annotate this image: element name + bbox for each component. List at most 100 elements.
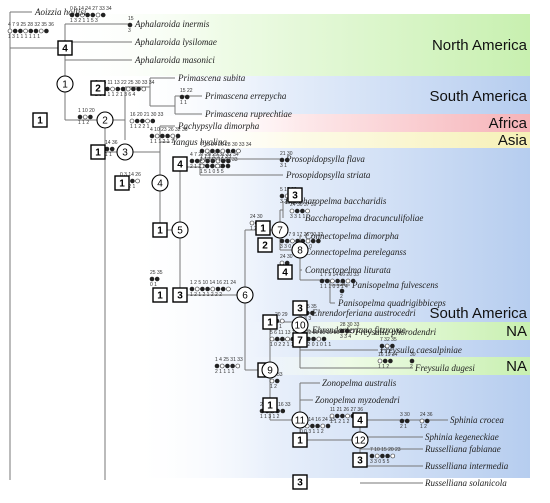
- state-numbers: 3 3 1 1: [290, 214, 306, 220]
- character-dot: [320, 423, 326, 429]
- character-numbers: 14 36: [105, 140, 118, 146]
- character-dot: [69, 12, 75, 18]
- character-state-group: 4 10 23 26 32 361 1 1 2 1 1: [149, 127, 188, 145]
- character-dot: [300, 208, 305, 214]
- node-circle: 3: [116, 143, 134, 161]
- character-dot: [18, 28, 23, 34]
- taxon-label: Sphinia kegeneckiae: [425, 432, 499, 442]
- character-numbers: 4 7 27 28 29 31 32 34: [190, 152, 239, 158]
- state-numbers: 1 1 2: [78, 120, 89, 126]
- count-box: 3: [292, 474, 308, 490]
- node-circle: 10: [291, 316, 309, 334]
- character-numbers: 1 2 5 10 14 16 21 24: [190, 280, 236, 286]
- count-box: 1: [90, 144, 106, 160]
- character-dot: [329, 413, 335, 419]
- character-state-group: 1 7 9 14 16 20 331 1 1 0 3 1 4: [319, 272, 359, 290]
- region-band: [250, 322, 530, 340]
- character-dot: [220, 286, 226, 292]
- svg-text:1: 1: [119, 179, 125, 190]
- character-state-group: 25 350 1: [149, 270, 163, 288]
- taxon-label: Freysuila phorodendri: [354, 327, 437, 337]
- character-dot: [344, 328, 350, 334]
- state-numbers: 2 0 1 1 1 2 1 3 6 4: [95, 92, 136, 98]
- svg-text:7: 7: [277, 226, 283, 237]
- character-dot: [384, 343, 390, 349]
- character-dot: [38, 28, 44, 34]
- character-dot: [377, 358, 383, 364]
- character-dot: [85, 12, 90, 18]
- character-numbers: 24: [340, 282, 346, 288]
- taxon-label: Prosopidopsylla flava: [285, 154, 365, 164]
- character-dot: [399, 418, 405, 424]
- state-numbers: 1 2: [250, 226, 257, 232]
- count-box: 3: [287, 187, 303, 203]
- character-dot: [170, 133, 176, 139]
- svg-text:12: 12: [354, 436, 366, 447]
- region-band: [130, 148, 530, 478]
- character-dot: [390, 453, 396, 459]
- taxon-label: Panisopelma quadrigibbiceps: [337, 298, 446, 308]
- svg-text:3: 3: [297, 304, 303, 315]
- character-dot: [325, 423, 331, 429]
- character-dot: [330, 278, 335, 284]
- character-dot: [95, 12, 101, 18]
- character-state-group: 153: [127, 16, 134, 34]
- taxon-label: Aoizzia hollisi: [34, 7, 87, 17]
- character-dot: [141, 86, 147, 92]
- character-dot: [220, 148, 226, 154]
- taxon-label: Freysuila caesalpiniae: [379, 345, 462, 355]
- region-label: NA: [506, 323, 527, 340]
- svg-text:4: 4: [157, 179, 163, 190]
- state-numbers: 3 3 0 5 5: [370, 459, 390, 465]
- character-dot: [424, 418, 430, 424]
- svg-text:2: 2: [262, 241, 268, 252]
- state-numbers: 1 3 2 1 1 5 3: [70, 18, 98, 24]
- character-dot: [205, 286, 210, 292]
- region-label: North America: [432, 37, 528, 54]
- svg-text:1: 1: [267, 401, 273, 412]
- node-circle: 5: [171, 221, 189, 239]
- character-dot: [310, 423, 315, 429]
- taxon-label: Sphinia crocea: [450, 415, 504, 425]
- character-dot: [210, 163, 215, 169]
- state-numbers: 1 2: [270, 384, 277, 390]
- taxon-label: Connectopelma pereleganss: [305, 247, 407, 257]
- character-numbers: 7 15 35: [300, 304, 317, 310]
- character-dot: [279, 157, 285, 163]
- state-numbers: 3: [128, 28, 131, 34]
- character-dot: [374, 453, 380, 459]
- count-box: 2: [257, 237, 273, 253]
- taxon-label: Aphalaroida inermis: [134, 19, 210, 29]
- character-dot: [88, 114, 93, 120]
- taxon-label: Ehrendorferiana fitzroyae: [311, 325, 406, 335]
- character-dot: [225, 363, 230, 369]
- region-band: [250, 357, 530, 375]
- character-state-group: 14 361 1: [104, 140, 118, 158]
- svg-text:2: 2: [102, 116, 108, 127]
- state-numbers: 1 1 1 0 3 1 4: [320, 284, 348, 290]
- character-state-group: 1 2 5 10 14 16 21 241 2 1 2 1 2 2 2: [189, 280, 236, 298]
- count-box: 1: [114, 175, 130, 191]
- node-circle: 8: [291, 241, 309, 259]
- count-box: 4: [57, 40, 73, 56]
- character-state-group: 16 19 341 1 2: [377, 352, 398, 370]
- character-numbers: 7 16 24 26 28 30 33 34: [200, 142, 252, 148]
- character-dot: [274, 336, 280, 342]
- character-dot: [305, 238, 311, 244]
- svg-text:1: 1: [260, 224, 266, 235]
- character-dot: [44, 28, 49, 34]
- taxon-label: Baccharopelma baccharidis: [285, 196, 387, 206]
- character-numbers: 11 21 26 27 36: [330, 407, 363, 413]
- region-label: South America: [429, 88, 527, 105]
- count-box: 1: [152, 287, 168, 303]
- character-state-group: 242: [339, 282, 346, 300]
- character-state-group: 3 302 1: [399, 412, 410, 430]
- character-dot: [205, 158, 210, 164]
- count-box: 7: [292, 332, 308, 348]
- region-band: [60, 14, 530, 76]
- count-box: 4: [277, 264, 293, 280]
- character-numbers: 2 4 6 11 13 22 25 30 33 34: [95, 80, 155, 86]
- count-box: 1: [152, 222, 168, 238]
